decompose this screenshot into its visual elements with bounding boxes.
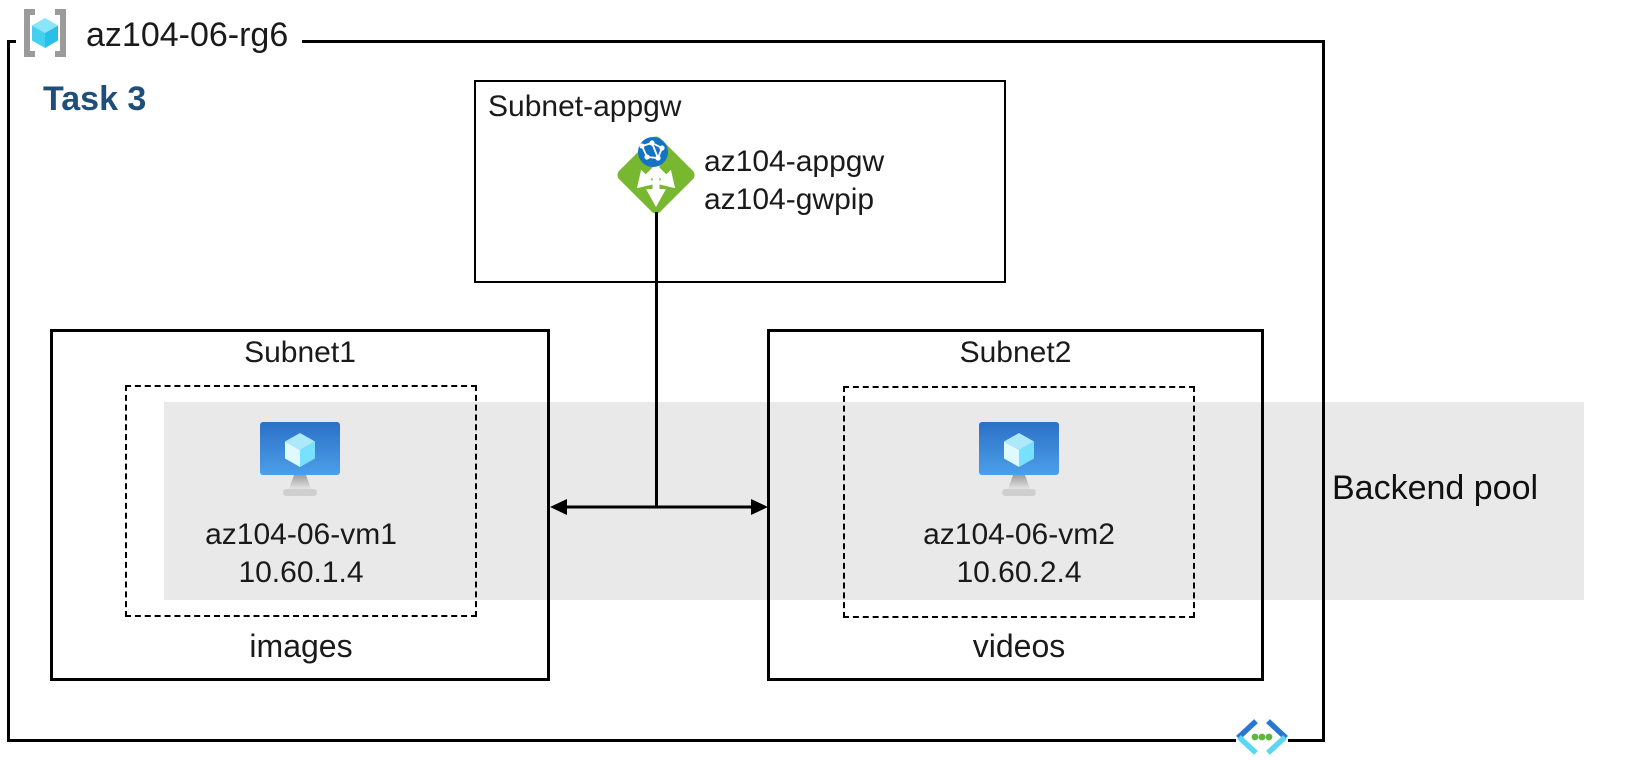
resource-group-box — [7, 40, 1325, 742]
resource-group-title: az104-06-rg6 — [86, 15, 289, 54]
vm2-ip-label: 10.60.2.4 — [956, 556, 1082, 589]
backend-pool-label: Backend pool — [1332, 469, 1539, 507]
subnet1-dashed-zone — [125, 385, 477, 617]
vm1-ip-label: 10.60.1.4 — [238, 556, 364, 589]
virtual-machine-icon-vm2 — [977, 416, 1061, 505]
virtual-machine-icon-vm1 — [258, 416, 342, 505]
subnet1-box — [50, 329, 550, 681]
appgw-name-label: az104-appgw — [704, 145, 885, 178]
vm2-name-label: az104-06-vm2 — [923, 518, 1115, 551]
vm1-name-label: az104-06-vm1 — [205, 518, 397, 551]
backend-pool-band — [164, 402, 1584, 600]
subnets-double-arrow — [550, 495, 768, 524]
subnet2-label: Subnet2 — [959, 336, 1072, 369]
subnet2-box — [767, 329, 1264, 681]
virtual-network-icon — [1234, 718, 1290, 761]
appgw-subnet-label: Subnet-appgw — [488, 90, 682, 123]
resource-group-header: az104-06-rg6 — [16, 7, 303, 64]
subnet2-dashed-zone — [843, 386, 1195, 618]
appgw-subnet-box — [474, 80, 1006, 283]
task-label: Task 3 — [43, 80, 147, 118]
subnet1-label: Subnet1 — [244, 336, 356, 369]
subnet2-container-label: videos — [972, 628, 1066, 664]
application-gateway-icon — [612, 131, 700, 224]
appgw-public-ip-label: az104-gwpip — [704, 183, 875, 216]
connector-vertical-line — [655, 212, 658, 508]
subnet1-container-label: images — [249, 628, 353, 664]
resource-group-icon — [20, 7, 70, 64]
